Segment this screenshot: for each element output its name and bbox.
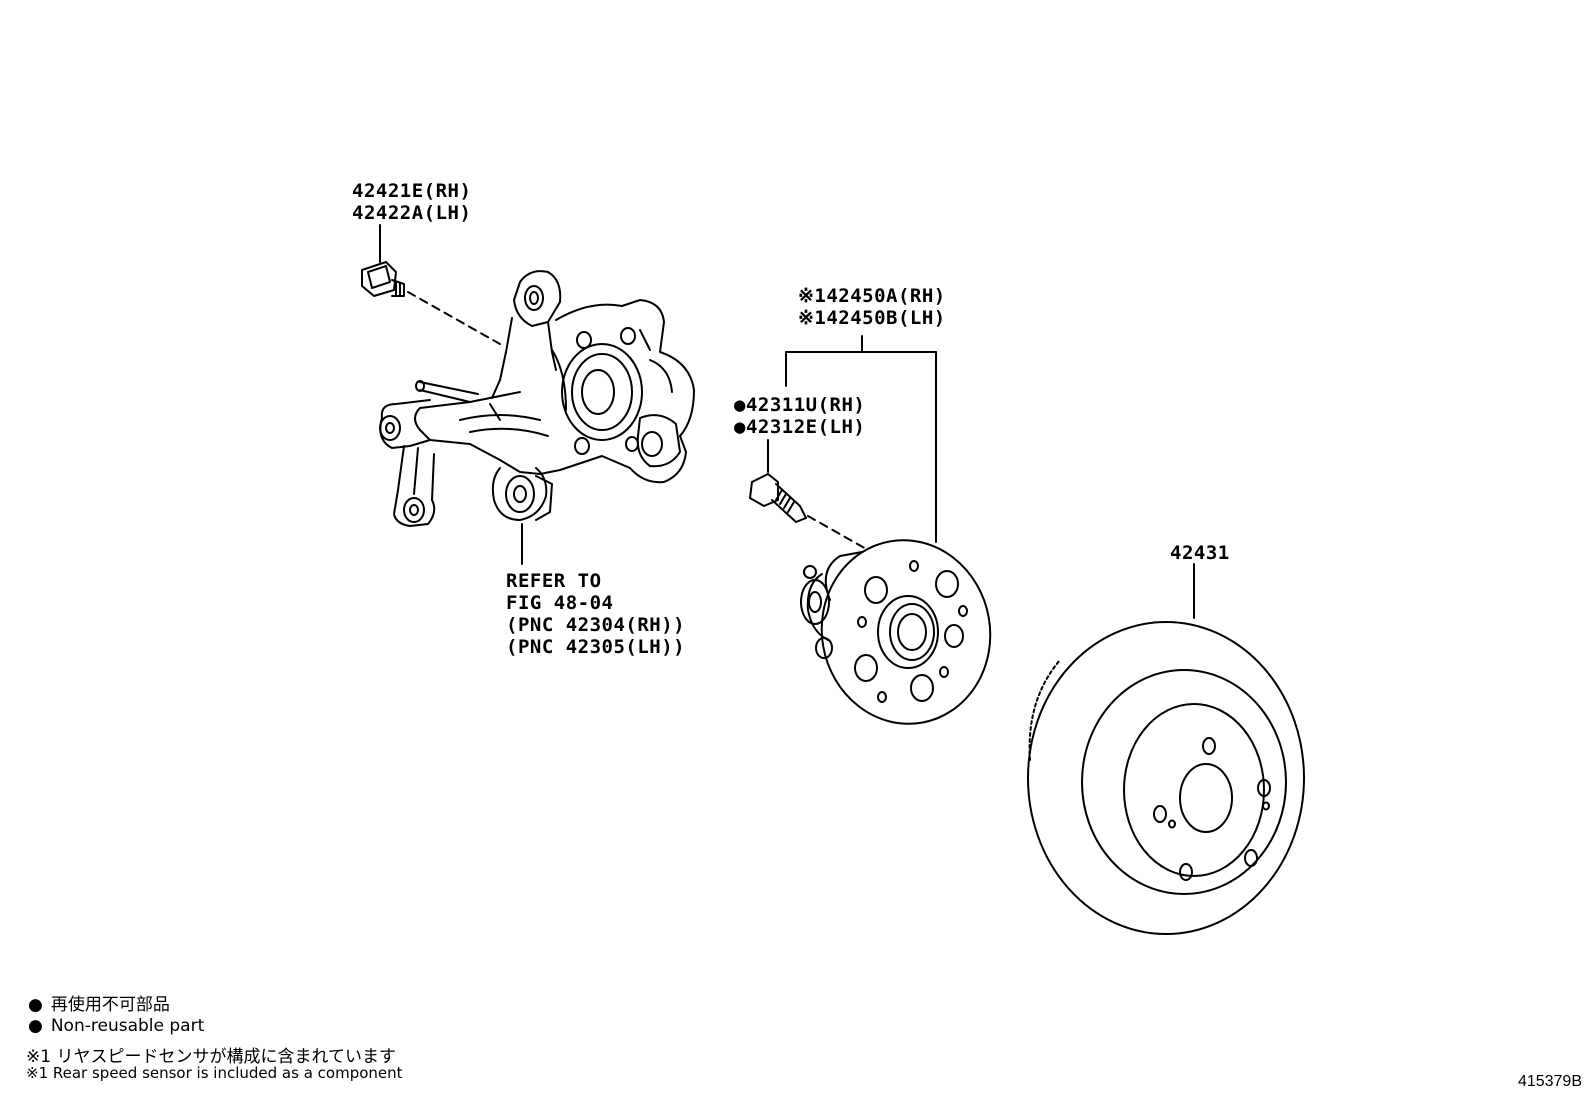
legend-non-reusable-en: ● Non-reusable part: [28, 1016, 204, 1036]
knuckle-bolt-part: [361, 224, 501, 345]
dashed-leader-hub-bolt: [807, 515, 869, 551]
bullet-icon: ●: [28, 995, 43, 1015]
note1-text-jp: ※1 リヤスピードセンサが構成に含まれています: [26, 1047, 396, 1067]
callout-knuckle-bolt: 42421E(RH) 42422A(LH): [352, 180, 471, 224]
note1-text-en: ※1 Rear speed sensor is included as a co…: [26, 1064, 403, 1082]
callout-brake-disc: 42431: [1170, 542, 1230, 564]
callout-knuckle-bolt-rh: 42421E(RH): [352, 180, 472, 202]
callout-hub-assembly-lh: ※142450B(LH): [798, 307, 946, 329]
callout-hub-bolt-rh: ●42311U(RH): [734, 394, 866, 416]
legend-text-en: Non-reusable part: [50, 1016, 205, 1036]
brake-disc-part: [1027, 563, 1305, 935]
callout-hub-bolt: ●42311U(RH) ●42312E(LH): [734, 394, 865, 438]
refer-line-4: (PNC 42305(LH)): [506, 636, 686, 658]
callout-hub-assembly-rh: ※142450A(RH): [798, 285, 946, 307]
callout-refer-to: REFER TO FIG 48-04 (PNC 42304(RH)) (PNC …: [506, 570, 685, 658]
callout-hub-bolt-lh: ●42312E(LH): [734, 416, 866, 438]
callout-knuckle-bolt-lh: 42422A(LH): [352, 202, 472, 224]
hub-bolt-part: [749, 439, 869, 551]
callout-hub-assembly: ※142450A(RH) ※142450B(LH): [798, 285, 946, 329]
rear-axle-carrier-part: [379, 270, 695, 527]
hub-assembly-bracket: [785, 335, 937, 543]
refer-line-3: (PNC 42304(RH)): [506, 614, 686, 636]
legend-text-jp: 再使用不可部品: [50, 995, 170, 1015]
legend-non-reusable-jp: ● 再使用不可部品: [28, 990, 170, 1015]
refer-line-2: FIG 48-04: [506, 592, 614, 614]
callout-brake-disc-number: 42431: [1170, 542, 1230, 564]
axle-hub-assembly-part: [800, 539, 992, 725]
dashed-leader-bolt: [407, 291, 501, 345]
bullet-icon: ●: [28, 1016, 43, 1036]
figure-number: 415379B: [1517, 1073, 1582, 1090]
legend-note1-jp: ※1 リヤスピードセンサが構成に含まれています: [26, 1042, 396, 1067]
legend-note1-en: ※1 Rear speed sensor is included as a co…: [26, 1064, 403, 1082]
refer-line-1: REFER TO: [506, 570, 602, 592]
